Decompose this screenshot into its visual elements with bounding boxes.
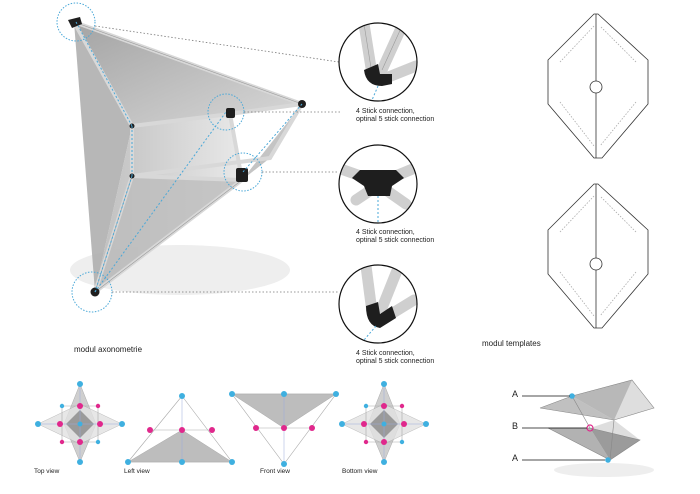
reference-lines bbox=[75, 21, 303, 293]
caption-front-view: Front view bbox=[260, 468, 290, 475]
connection-detail-3 bbox=[338, 264, 418, 344]
bottom-view bbox=[339, 381, 429, 465]
callout-label-3-line2: optinal 5 stick connection bbox=[356, 358, 435, 365]
stack-label-a-bottom: A bbox=[512, 453, 519, 463]
caption-top-view: Top view bbox=[34, 468, 60, 475]
module-template-2 bbox=[547, 183, 649, 329]
caption-left-view: Left view bbox=[124, 468, 150, 475]
stack-label-b: B bbox=[512, 421, 519, 431]
connectors bbox=[68, 17, 306, 297]
caption-bottom-view: Bottom view bbox=[342, 468, 378, 475]
membrane-top bbox=[74, 22, 302, 126]
callout-label-1-line2: optinal 5 stick connection bbox=[356, 116, 435, 123]
membrane-left bbox=[74, 22, 132, 292]
connection-detail-1 bbox=[338, 22, 418, 102]
top-view bbox=[35, 381, 125, 465]
module-axonometric bbox=[56, 2, 340, 313]
callout-label-1: 4 Stick connection, optinal 5 stick conn… bbox=[356, 108, 434, 124]
label-modul-templates: modul templates bbox=[482, 339, 541, 348]
connection-detail-2 bbox=[338, 144, 418, 224]
label-modul-axonometrie: modul axonometrie bbox=[74, 345, 143, 354]
front-view bbox=[229, 391, 339, 467]
callout-label-2-line2: optinal 5 stick connection bbox=[356, 237, 435, 244]
callout-label-1-line1: 4 Stick connection, bbox=[356, 108, 415, 115]
module-template-1 bbox=[547, 13, 649, 159]
callout-label-2: 4 Stick connection, optinal 5 stick conn… bbox=[356, 229, 434, 245]
callout-label-3: 4 Stick connection, optinal 5 stick conn… bbox=[356, 350, 434, 366]
stacked-modules bbox=[522, 379, 655, 477]
leader-lines bbox=[94, 25, 340, 293]
callout-label-2-line1: 4 Stick connection, bbox=[356, 229, 415, 236]
left-view bbox=[125, 393, 235, 465]
stack-label-a-top: A bbox=[512, 389, 519, 399]
callout-label-3-line1: 4 Stick connection, bbox=[356, 350, 415, 357]
